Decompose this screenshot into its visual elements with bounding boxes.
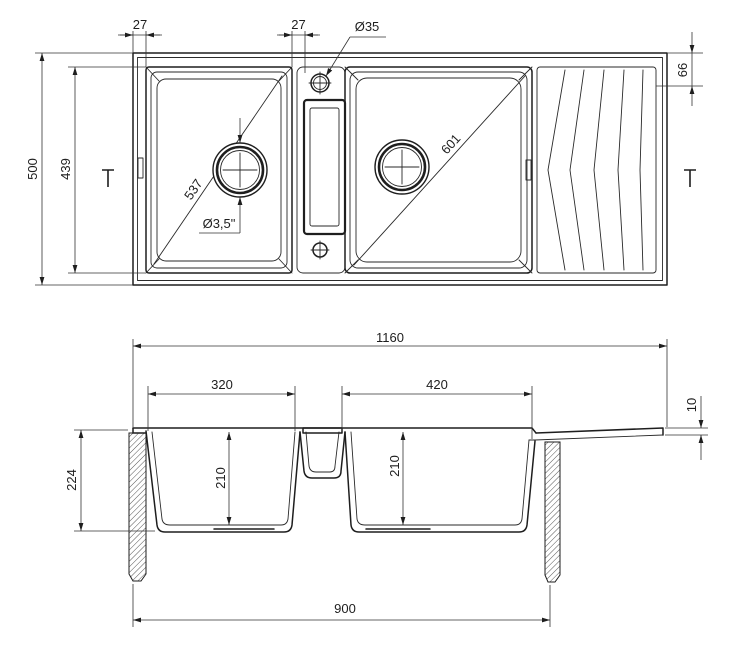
left-drain-crosshair bbox=[222, 152, 258, 188]
dim-right-bowl-depth: 210 bbox=[387, 432, 406, 525]
dim-label-overall-width: 1160 bbox=[376, 330, 404, 345]
right-bowl-diagonal-line bbox=[353, 75, 526, 266]
dim-label-right-bowl-diagonal: 601 bbox=[438, 131, 464, 157]
dim-label-divider-offset: 27 bbox=[291, 17, 305, 32]
dim-edge-offset: 66 bbox=[656, 32, 703, 106]
right-drain-inner-ring bbox=[377, 142, 427, 192]
overflow-channel-inner bbox=[305, 431, 340, 473]
dim-overall-depth: 500 bbox=[25, 52, 133, 286]
dim-label-rim-left: 27 bbox=[133, 17, 147, 32]
left-bowl-floor bbox=[156, 78, 282, 262]
right-edge-tick bbox=[525, 159, 532, 181]
section-marker-right bbox=[684, 169, 696, 187]
sink-outer-edge bbox=[132, 52, 668, 286]
drainboard-rib bbox=[569, 69, 585, 271]
countertop-section-right bbox=[544, 441, 561, 583]
drainboard-frame bbox=[536, 66, 657, 274]
drainboard-underside bbox=[528, 434, 664, 441]
right-bowl-floor bbox=[355, 77, 522, 263]
dim-label-edge-offset: 66 bbox=[675, 63, 690, 77]
right-drain-grate bbox=[382, 147, 422, 187]
dim-label-overall-height: 224 bbox=[64, 469, 79, 491]
overflow-cover bbox=[302, 427, 343, 434]
drainboard-top-surface bbox=[535, 427, 664, 436]
dim-divider-offset: 27 bbox=[277, 17, 320, 73]
dim-right-bowl-width: 420 bbox=[341, 377, 533, 439]
right-drain-crosshair bbox=[384, 149, 420, 185]
dim-label-bowl-depth: 439 bbox=[58, 158, 73, 180]
dim-rim-left: 27 bbox=[118, 17, 162, 67]
dim-left-bowl-depth: 210 bbox=[213, 432, 232, 525]
top-view: 27 27 Ø35 500 439 bbox=[25, 17, 703, 286]
dim-bowl-depth: 439 bbox=[58, 66, 146, 274]
left-bowl-corner-lines bbox=[145, 66, 293, 274]
dim-label-right-bowl-width: 420 bbox=[426, 377, 448, 392]
section-marker-left bbox=[102, 169, 114, 187]
dim-left-bowl-width: 320 bbox=[147, 377, 296, 431]
drainboard-rib bbox=[639, 69, 644, 271]
overflow-channel-outer bbox=[299, 431, 346, 479]
right-bowl bbox=[344, 66, 533, 274]
dim-label-overall-depth: 500 bbox=[25, 158, 40, 180]
tap-hole-crosshair bbox=[308, 71, 332, 95]
left-bowl-wall bbox=[150, 71, 288, 269]
dim-label-right-bowl-depth: 210 bbox=[387, 455, 402, 477]
left-bowl-outer-wall bbox=[145, 430, 301, 533]
dim-label-left-bowl-diagonal: 537 bbox=[181, 176, 206, 202]
left-bowl-rim bbox=[145, 66, 293, 274]
left-drain-inner-ring bbox=[215, 145, 265, 195]
center-divider bbox=[296, 66, 347, 274]
right-drain bbox=[374, 139, 430, 195]
dim-label-drainboard-thickness: 10 bbox=[684, 398, 699, 412]
right-bowl-corner-lines bbox=[344, 66, 533, 274]
sink-inner-edge bbox=[137, 57, 663, 281]
drainboard-rib bbox=[547, 69, 566, 271]
side-view: 1160 320 420 10 224 bbox=[64, 330, 708, 627]
dim-label-cabinet-width: 900 bbox=[334, 601, 356, 616]
dim-label-drain-diameter: Ø3,5" bbox=[203, 216, 236, 231]
leader-arrow bbox=[325, 36, 351, 77]
right-bowl-rim bbox=[344, 66, 533, 274]
dim-label-left-bowl-width: 320 bbox=[211, 377, 233, 392]
rim-left-flange bbox=[132, 427, 147, 434]
dim-label-tap-hole: Ø35 bbox=[355, 19, 380, 34]
dim-cabinet-width: 900 bbox=[132, 584, 551, 627]
drainboard-rib bbox=[593, 69, 605, 271]
drainboard bbox=[536, 66, 657, 274]
dim-overall-width: 1160 bbox=[132, 330, 668, 427]
overflow-hole-crosshair bbox=[310, 240, 330, 260]
countertop-section-left bbox=[128, 432, 147, 582]
overflow-slot-inner bbox=[309, 107, 340, 227]
right-bowl-wall bbox=[349, 71, 528, 269]
dim-overall-height: 224 bbox=[64, 429, 155, 532]
dim-label-left-bowl-depth: 210 bbox=[213, 467, 228, 489]
left-bowl-inner-wall bbox=[151, 431, 296, 526]
dim-drain-diameter: Ø3,5" bbox=[199, 118, 243, 234]
left-bowl bbox=[145, 66, 293, 274]
dim-tap-hole: Ø35 bbox=[325, 19, 386, 77]
left-drain bbox=[212, 142, 268, 198]
left-drain-grate bbox=[220, 150, 260, 190]
left-edge-tick bbox=[137, 157, 144, 179]
dim-drainboard-thickness: 10 bbox=[665, 396, 708, 460]
right-bowl-inner-wall bbox=[350, 431, 530, 526]
drainboard-rib bbox=[617, 69, 625, 271]
right-bowl-outer-wall bbox=[344, 431, 536, 533]
